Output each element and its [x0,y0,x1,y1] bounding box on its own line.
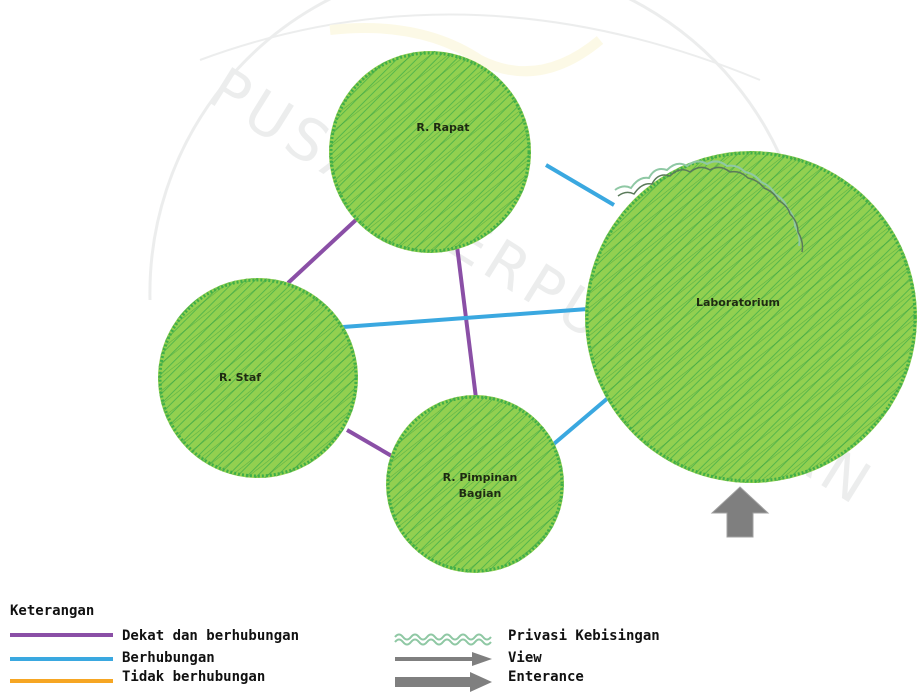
legend-privacy-icon [394,633,492,641]
link-pimpinan-lab [547,390,617,450]
node-label-rapat: R. Rapat [416,121,469,134]
node-label-pimpinan-line2: Bagian [459,487,502,500]
node-label-staf: R. Staf [219,371,261,384]
node-rapat: R. Rapat [329,51,531,253]
node-laboratorium: Laboratorium [585,151,917,483]
legend-view-arrow-icon [395,652,492,666]
legend-entrance-arrow-icon [395,672,492,692]
node-label-pimpinan-line1: R. Pimpinan [443,471,518,484]
link-staf-lab [342,307,589,329]
node-label-laboratorium: Laboratorium [696,296,780,309]
link-rapat-lab [544,163,616,207]
node-staf: R. Staf [158,278,358,478]
node-pimpinan-bagian: R. Pimpinan Bagian [386,395,564,573]
entrance-arrow [710,486,770,538]
legend-swatches [10,633,492,692]
